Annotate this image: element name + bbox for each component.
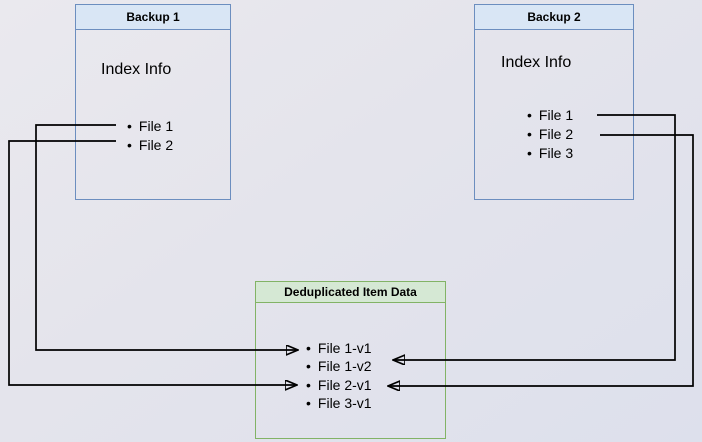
backup-2-index-info-label: Index Info [501, 54, 572, 71]
backup-2-file-label: File 1 [538, 107, 574, 123]
backup-1-file-item: • File 1 [127, 117, 173, 136]
bullet-icon: • [127, 136, 132, 153]
backup-2-box: Backup 2 Index Info • File 1 • File 2 • Fil… [474, 4, 634, 200]
backup-1-box: Backup 1 Index Info • File 1 • File 2 [75, 4, 231, 200]
dedup-item-label: File 1-v1 [317, 340, 372, 356]
bullet-icon: • [306, 340, 311, 356]
dedup-item: • File 3-v1 [306, 394, 372, 412]
backup-2-title: Backup 2 [475, 5, 633, 30]
dedup-item: • File 2-v1 [306, 376, 372, 394]
backup-2-file-label: File 3 [538, 145, 574, 161]
dedup-item: • File 1-v1 [306, 339, 372, 357]
bullet-icon: • [527, 126, 532, 142]
bullet-icon: • [527, 145, 532, 161]
bullet-icon: • [306, 394, 311, 411]
dedup-item-list: • File 1-v1 • File 1-v2 • File 2-v1 • File 3… [306, 339, 372, 412]
backup-1-title: Backup 1 [76, 5, 230, 30]
backup-1-index-info-label: Index Info [101, 61, 172, 78]
backup-2-file-list: • File 1 • File 2 • File 3 [527, 106, 573, 163]
dedup-item-label: File 2-v1 [317, 376, 372, 393]
backup-1-file-label: File 1 [138, 118, 174, 134]
backup-2-file-item: • File 3 [527, 144, 573, 163]
dedup-item-label: File 1-v2 [317, 358, 372, 375]
dedup-title: Deduplicated Item Data [256, 282, 445, 303]
backup-1-file-item: • File 2 [127, 136, 173, 155]
bullet-icon: • [306, 358, 311, 375]
backup-2-file-label: File 2 [538, 126, 574, 142]
dedup-box: Deduplicated Item Data • File 1-v1 • File … [255, 281, 446, 439]
dedup-item-label: File 3-v1 [317, 394, 372, 411]
backup-2-file-item: • File 2 [527, 125, 573, 144]
dedup-item: • File 1-v2 [306, 357, 372, 375]
backup-1-file-list: • File 1 • File 2 [127, 117, 173, 154]
backup-2-file-item: • File 1 [527, 106, 573, 125]
bullet-icon: • [127, 118, 132, 134]
bullet-icon: • [306, 376, 311, 393]
backup-1-file-label: File 2 [138, 136, 174, 153]
bullet-icon: • [527, 107, 532, 123]
